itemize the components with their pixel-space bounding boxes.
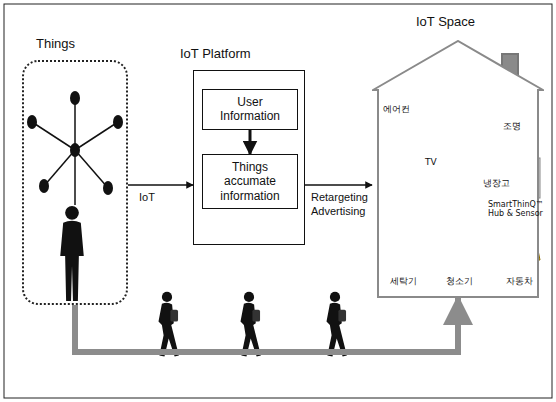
connector-arrow (305, 184, 372, 186)
house-region: IoT Space (372, 40, 544, 298)
house-outline (372, 40, 544, 298)
appliance-label: 조명 (503, 121, 521, 131)
appliance-label: 자동차 (506, 276, 533, 286)
box-text: User Information (207, 95, 293, 124)
walking-person (159, 292, 179, 357)
appliance-label: 세탁기 (390, 276, 417, 286)
walking-person (327, 292, 347, 357)
process-box: Things accumate information (202, 154, 298, 209)
process-box: User Information (202, 89, 298, 130)
appliance-label: SmartThinQ™ Hub & Sensor (488, 200, 544, 218)
things-region: Things (22, 60, 128, 305)
appliance-label: 냉장고 (483, 178, 510, 188)
appliance-label: TV (425, 157, 437, 167)
platform-box: IoT PlatformUser InformationThings accum… (193, 70, 305, 245)
appliance-label: 에어컨 (383, 104, 410, 114)
edge-label: Retargeting Advertising (310, 191, 376, 219)
person-figure (60, 206, 84, 301)
walking-person (241, 292, 261, 357)
frame (4, 4, 552, 398)
region-heading: Things (36, 36, 75, 51)
edge-label: IoT (138, 191, 156, 205)
connector-arrow (75, 298, 458, 352)
region-heading: IoT Platform (180, 46, 251, 61)
things-graph (27, 91, 123, 205)
connector-arrow (249, 130, 252, 154)
appliance-label: 청소기 (446, 276, 473, 286)
region-heading: IoT Space (416, 14, 475, 29)
connector-arrow (128, 184, 193, 186)
box-text: Things accumate information (207, 160, 293, 203)
